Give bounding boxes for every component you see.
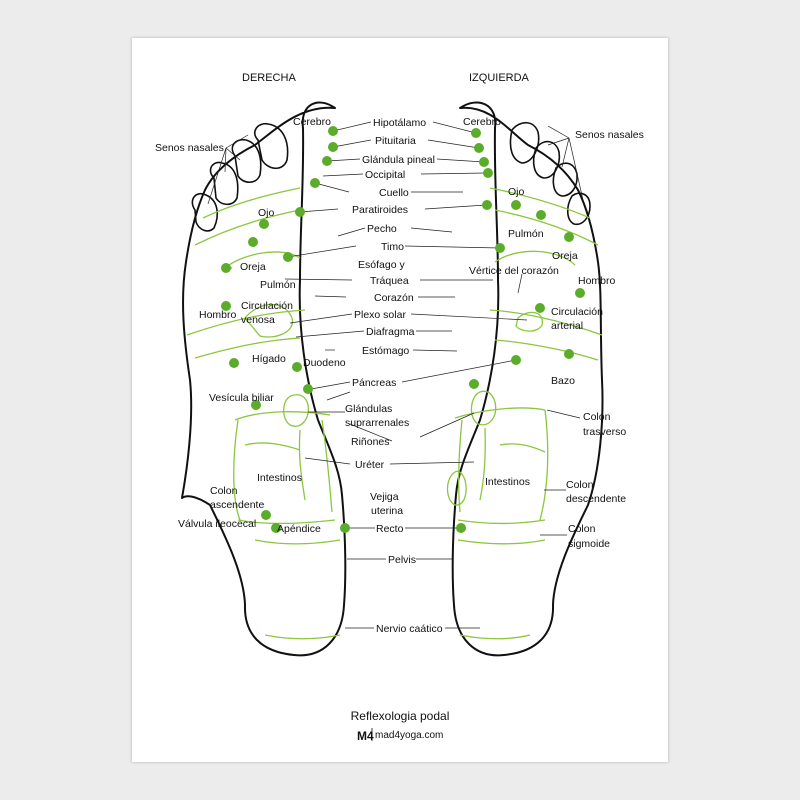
label-ojo-right: Ojo bbox=[258, 207, 275, 219]
label-circulacion-arterial: Circulación bbox=[551, 306, 603, 318]
label-intestinos-right: Intestinos bbox=[257, 472, 302, 484]
label-pulmon-right: Pulmón bbox=[260, 279, 296, 291]
label-hombro-left: Hombro bbox=[578, 275, 616, 287]
right-foot-header: DERECHA bbox=[242, 72, 296, 84]
label-colon-sigmoide: Colon bbox=[568, 523, 596, 535]
label-arterial: arterial bbox=[551, 320, 583, 332]
label-estomago: Estómago bbox=[362, 345, 409, 357]
right-foot-outline bbox=[181, 101, 347, 657]
leader-lines bbox=[207, 121, 584, 629]
label-apendice: Apéndice bbox=[277, 523, 321, 535]
reflex-points bbox=[221, 126, 585, 533]
label-ureter: Uréter bbox=[355, 459, 385, 471]
label-circulacion-venosa: Circulación bbox=[241, 300, 293, 312]
label-vejiga: Vejiga bbox=[370, 491, 399, 503]
label-glandula-pineal: Glándula pineal bbox=[362, 154, 435, 166]
label-pituitaria: Pituitaria bbox=[375, 135, 416, 147]
label-senos-nasales-left: Senos nasales bbox=[575, 129, 644, 141]
label-colon-right: Colon bbox=[210, 485, 238, 497]
label-plexo-solar: Plexo solar bbox=[354, 309, 406, 321]
label-pecho: Pecho bbox=[367, 223, 397, 235]
label-oreja-left: Oreja bbox=[552, 250, 578, 262]
label-esofago: Esófago y bbox=[358, 259, 405, 271]
label-ascendente: ascendente bbox=[210, 499, 264, 511]
left-foot-zones bbox=[446, 187, 603, 640]
label-corazon: Corazón bbox=[374, 292, 414, 304]
label-descendente: descendente bbox=[566, 493, 626, 505]
label-higado: Hígado bbox=[252, 353, 286, 365]
label-colon-trasverso: Colon bbox=[583, 411, 611, 423]
label-suprarrenales: suprarrenales bbox=[345, 417, 409, 429]
label-cerebro-right: Cerebro bbox=[293, 116, 331, 128]
label-sigmoide: sigmoide bbox=[568, 538, 610, 550]
label-bazo: Bazo bbox=[551, 375, 575, 387]
label-traquea: Tráquea bbox=[370, 275, 409, 287]
right-foot-zones bbox=[186, 187, 341, 640]
label-valvula-ileocecal: Válvula ileocecal bbox=[178, 518, 256, 530]
label-cerebro-left: Cerebro bbox=[463, 116, 501, 128]
label-vesicula-biliar: Vesícula biliar bbox=[209, 392, 274, 404]
label-paratiroides: Paratiroides bbox=[352, 204, 408, 216]
label-occipital: Occipital bbox=[365, 169, 405, 181]
label-pelvis: Pelvis bbox=[388, 554, 416, 566]
label-vertice-corazon: Vértice del corazón bbox=[469, 265, 559, 277]
label-pancreas: Páncreas bbox=[352, 377, 396, 389]
logo-mark: M4 bbox=[357, 729, 374, 743]
label-colon-descendente: Colon bbox=[566, 479, 594, 491]
label-rinones: Riñones bbox=[351, 436, 390, 448]
label-glandulas: Glándulas bbox=[345, 403, 392, 415]
left-foot-outline bbox=[451, 101, 604, 657]
label-pulmon-left: Pulmón bbox=[508, 228, 544, 240]
label-hipotalamo: Hipotálamo bbox=[373, 117, 426, 129]
site-url: mad4yoga.com bbox=[375, 730, 443, 741]
left-foot-header: IZQUIERDA bbox=[469, 72, 530, 84]
label-duodeno: Duodeno bbox=[303, 357, 346, 369]
label-timo: Timo bbox=[381, 241, 404, 253]
label-senos-nasales-right: Senos nasales bbox=[155, 142, 224, 154]
label-uterina: uterina bbox=[371, 505, 403, 517]
label-trasverso: trasverso bbox=[583, 426, 626, 438]
brand-logo: M4 bbox=[356, 727, 374, 743]
label-recto: Recto bbox=[376, 523, 404, 535]
label-oreja-right: Oreja bbox=[240, 261, 266, 273]
poster-title: Reflexologia podal bbox=[351, 709, 450, 723]
label-nervio-ciatico: Nervio caático bbox=[376, 623, 443, 635]
label-venosa: venosa bbox=[241, 314, 275, 326]
poster-sheet bbox=[132, 38, 668, 762]
label-intestinos-left: Intestinos bbox=[485, 476, 530, 488]
center-labels: Hipotálamo Pituitaria Glándula pineal Oc… bbox=[345, 117, 443, 635]
label-diafragma: Diafragma bbox=[366, 326, 415, 338]
left-foot-labels: Cerebro Senos nasales Ojo Pulmón Oreja V… bbox=[463, 116, 644, 550]
label-ojo-left: Ojo bbox=[508, 186, 525, 198]
label-hombro-right: Hombro bbox=[199, 309, 237, 321]
right-foot-labels: Cerebro Senos nasales Ojo Oreja Pulmón C… bbox=[155, 116, 346, 535]
label-cuello: Cuello bbox=[379, 187, 409, 199]
